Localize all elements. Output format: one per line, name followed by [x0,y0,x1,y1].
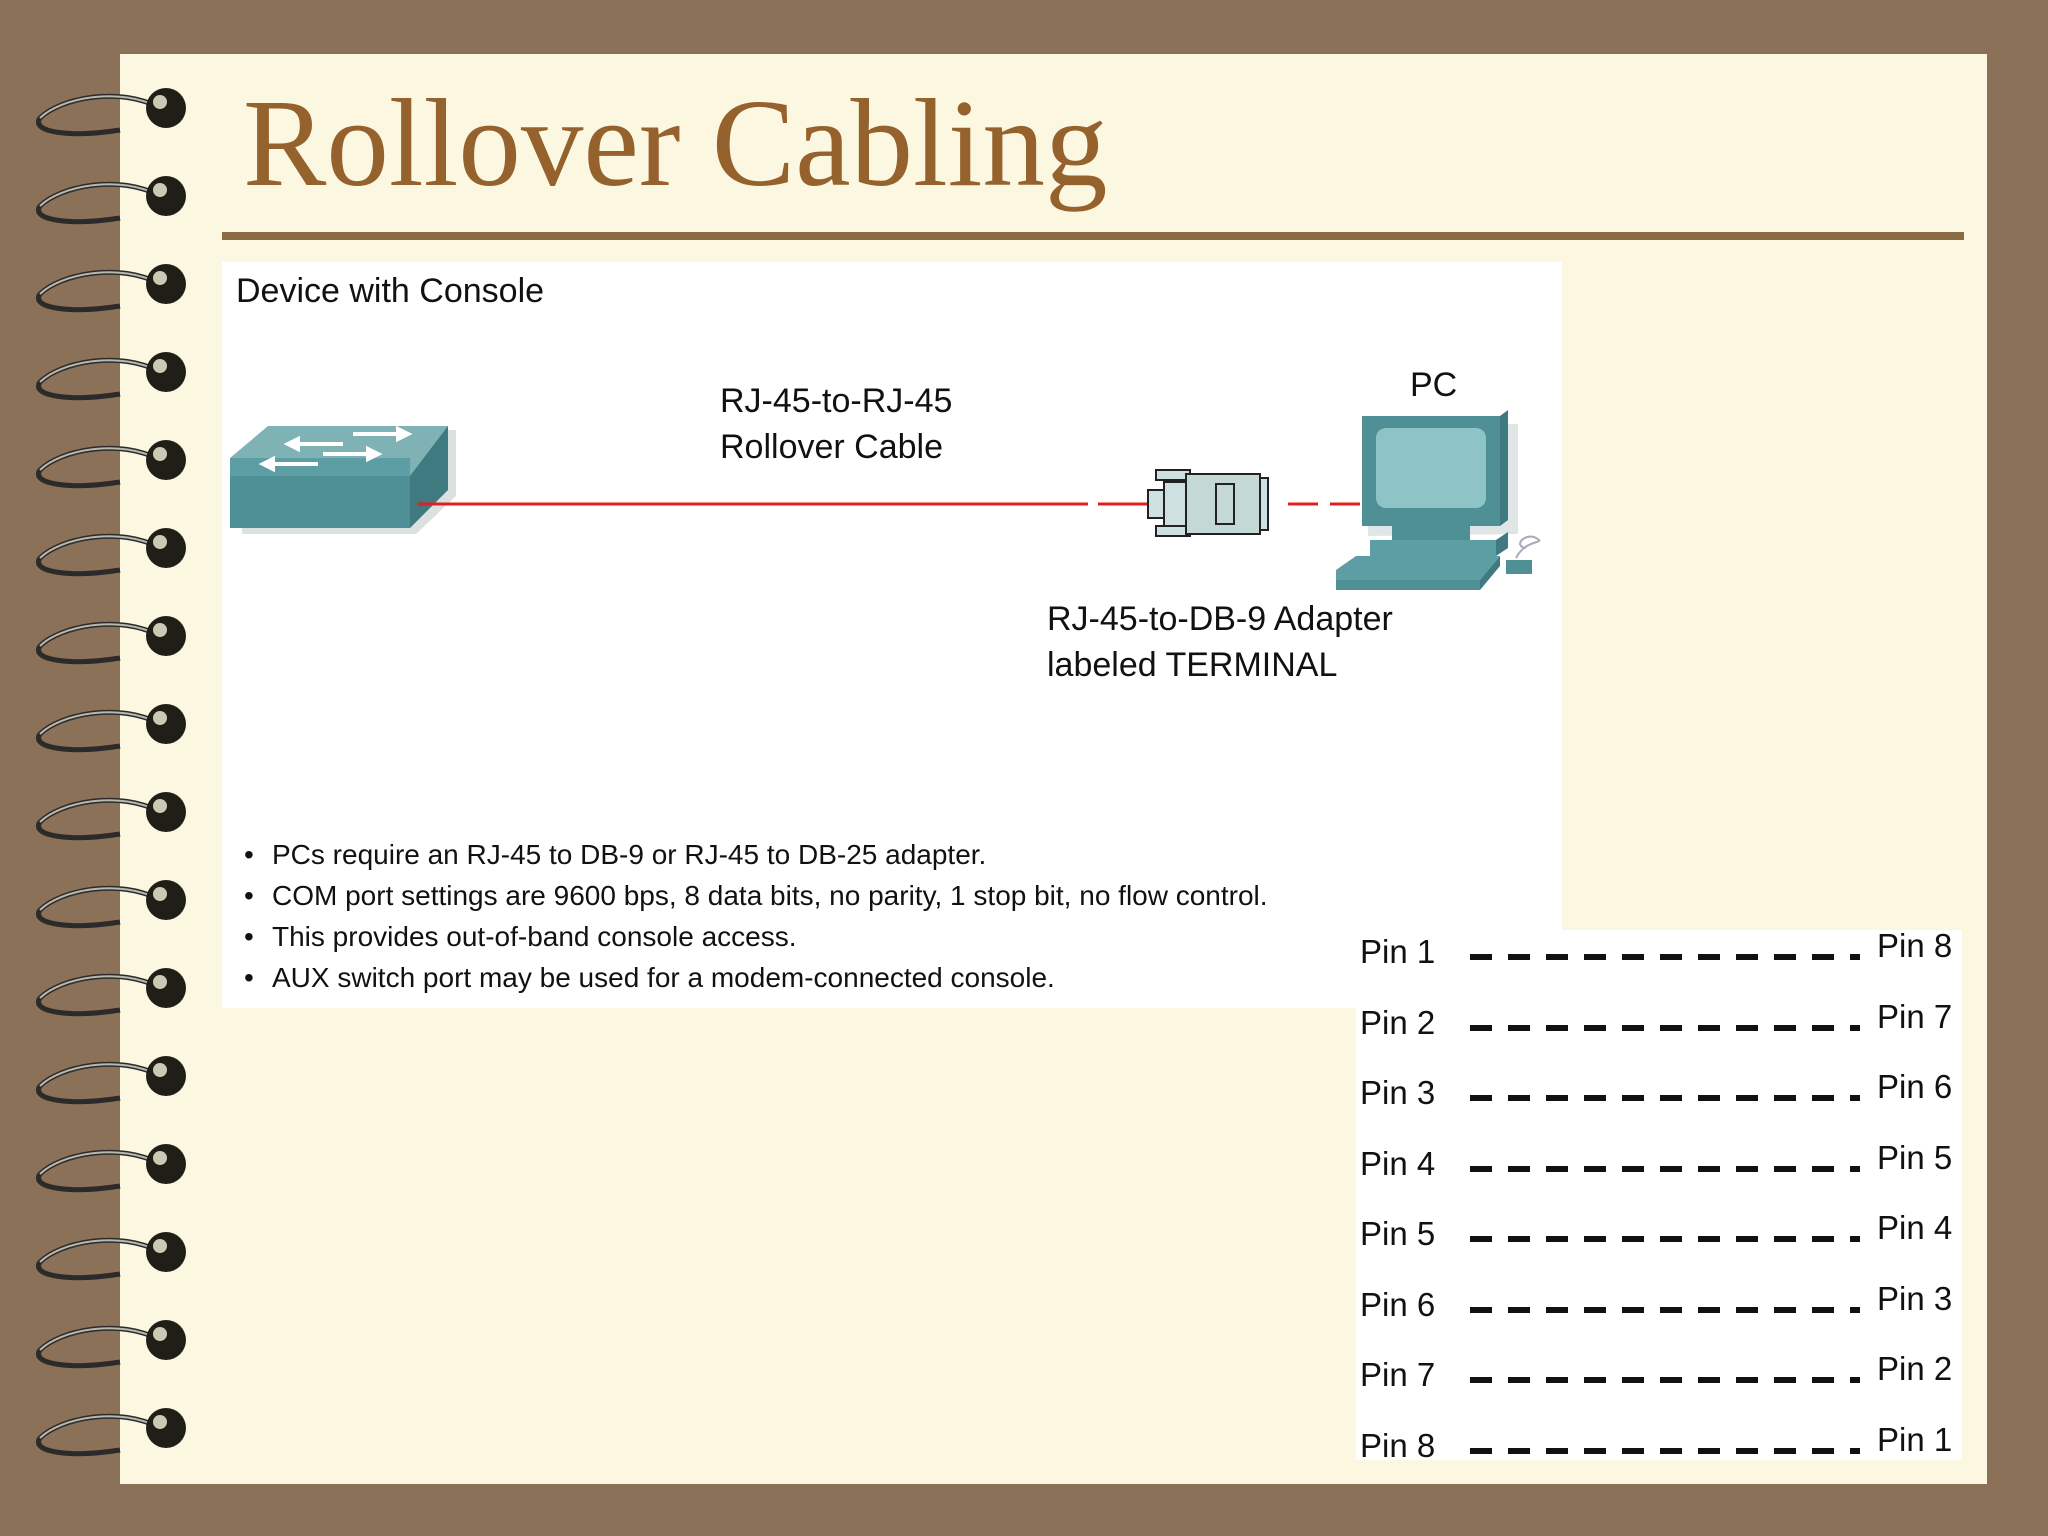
pc-label: PC [1410,366,1458,404]
pin-left-label: Pin 8 [1360,1426,1436,1464]
pin-connection-line [1470,1377,1860,1383]
pin-right-label: Pin 4 [1877,1209,1953,1246]
rollover-cable [418,502,1360,506]
spiral-ring [36,1232,186,1281]
pin-left-label: Pin 5 [1360,1215,1436,1252]
cable-label-line2: Rollover Cable [720,428,943,466]
spiral-ring [36,704,186,753]
pin-connection-line [1470,954,1860,960]
cable-label-line1: RJ-45-to-RJ-45 [720,382,953,420]
switch-icon [230,425,456,534]
pin-right-label: Pin 1 [1877,1420,1953,1458]
list-item: This provides out-of-band console access… [242,916,1268,957]
pin-right-label: Pin 8 [1877,927,1953,964]
slide-title: Rollover Cabling [243,75,1108,213]
pin-left-label: Pin 7 [1360,1356,1436,1393]
spiral-ring [36,616,186,665]
spiral-ring [36,792,186,841]
spiral-ring [36,264,186,313]
spiral-ring [36,1408,186,1457]
pc-icon [1336,410,1541,590]
pinout-panel [1356,930,1962,1460]
device-label: Device with Console [236,272,545,310]
adapter-label-line1: RJ-45-to-DB-9 Adapter [1047,600,1393,638]
pin-connection-line [1470,1306,1860,1313]
spiral-binding [36,88,186,1457]
spiral-ring [36,352,186,401]
pin-left-label: Pin 2 [1360,1003,1436,1041]
spiral-ring [36,88,186,137]
pin-right-label: Pin 7 [1877,997,1953,1035]
pin-connection-line [1470,1165,1860,1172]
pin-left-label: Pin 4 [1360,1144,1436,1182]
pin-left-label: Pin 3 [1360,1074,1436,1111]
pin-right-label: Pin 5 [1877,1138,1953,1176]
pin-left-label: Pin 6 [1360,1285,1436,1323]
spiral-ring [36,528,186,577]
pin-right-label: Pin 2 [1877,1350,1953,1387]
db9-adapter-icon [1147,469,1269,537]
pin-connection-line [1470,1447,1860,1454]
spiral-ring [36,176,186,225]
list-item: COM port settings are 9600 bps, 8 data b… [242,875,1268,916]
pin-right-label: Pin 3 [1877,1279,1953,1317]
pin-connection-line [1470,1095,1860,1101]
pin-connection-line [1470,1024,1860,1031]
spiral-ring [36,1144,186,1193]
pin-right-label: Pin 6 [1877,1068,1953,1105]
title-divider [222,232,1964,240]
notes-list: PCs require an RJ-45 to DB-9 or RJ-45 to… [242,834,1268,998]
spiral-ring [36,1056,186,1105]
list-item: PCs require an RJ-45 to DB-9 or RJ-45 to… [242,834,1268,875]
adapter-label-line2: labeled TERMINAL [1047,646,1338,684]
list-item: AUX switch port may be used for a modem-… [242,957,1268,998]
pin-connection-line [1470,1236,1860,1242]
spiral-ring [36,880,186,929]
spiral-ring [36,440,186,489]
spiral-ring [36,968,186,1017]
pin-left-label: Pin 1 [1360,933,1436,970]
spiral-ring [36,1320,186,1369]
